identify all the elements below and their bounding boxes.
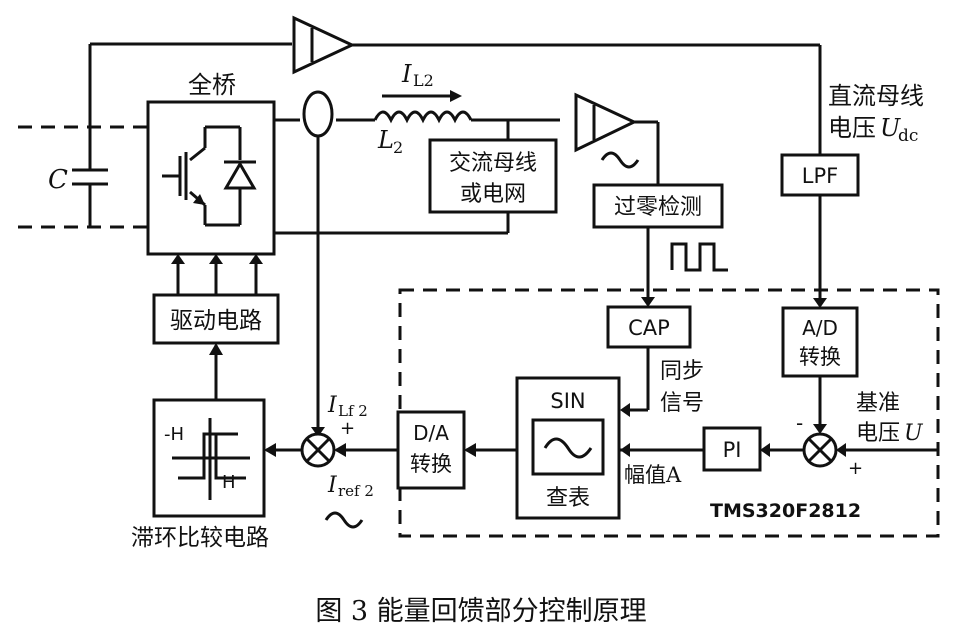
dc-bus-voltage-label-1: 直流母线 — [828, 82, 924, 110]
inductor-l2 — [373, 110, 473, 124]
diode-icon — [223, 160, 257, 190]
ref-voltage-label-1: 基准 — [856, 391, 900, 416]
sin-title: SIN — [550, 389, 585, 413]
voltage-plus-sign: + — [848, 458, 863, 479]
dc-bus-voltage-subscript: dc — [898, 126, 918, 146]
pi-label: PI — [723, 438, 742, 462]
sin-wave-icon — [543, 437, 593, 459]
figure-caption: 图 3 能量回馈部分控制原理 — [315, 596, 646, 627]
full-bridge-title: 全桥 — [188, 71, 236, 99]
dc-voltage-buffer — [292, 15, 356, 75]
current-sensor — [302, 90, 334, 138]
pi-block — [702, 426, 762, 472]
full-bridge-block — [146, 100, 276, 256]
iref-label: I — [327, 473, 338, 498]
sync-label-2: 信号 — [660, 391, 704, 416]
hysteresis-pos-label: H — [222, 472, 236, 493]
ad-label-2: 转换 — [799, 345, 841, 369]
square-wave-icon — [670, 242, 728, 272]
sync-label-1: 同步 — [660, 359, 704, 384]
lpf-label: LPF — [802, 164, 838, 188]
cap-block — [606, 305, 692, 349]
capacitor-label: C — [48, 165, 68, 195]
sin-sub-label: 查表 — [546, 486, 590, 511]
dc-rails — [18, 42, 292, 229]
inductor-current-label: I — [401, 60, 412, 88]
ref-voltage-symbol: U — [904, 421, 924, 446]
dsp-label: TMS320F2812 — [710, 500, 861, 522]
inductor-current-subscript: L2 — [413, 71, 434, 90]
iref-sine-icon — [324, 511, 364, 529]
drive-arrows — [171, 254, 263, 295]
dc-bus-voltage-label-2: 电压 — [828, 114, 876, 142]
da-block — [396, 410, 466, 490]
inductor-subscript: 2 — [393, 138, 403, 157]
iref-subscript: ref 2 — [338, 482, 374, 500]
amplitude-label: 幅值A — [624, 463, 682, 487]
igbt-icon — [162, 125, 242, 227]
sine-wave-icon — [600, 151, 640, 169]
hysteresis-icon — [172, 418, 250, 500]
hysteresis-name: 滞环比较电路 — [131, 525, 269, 551]
ac-voltage-buffer — [574, 92, 638, 153]
ac-bus-label-2: 或电网 — [460, 182, 526, 207]
inductor-label: L — [377, 126, 394, 154]
voltage-minus-sign: - — [796, 411, 803, 435]
zero-cross-label: 过零检测 — [614, 195, 702, 220]
ref-voltage-label-2: 电压 — [856, 421, 900, 446]
ilf-subscript: Lf 2 — [338, 402, 368, 420]
hysteresis-neg-label: -H — [164, 424, 184, 445]
lpf-block — [780, 153, 860, 197]
voltage-summing-junction — [802, 432, 838, 468]
ad-label-1: A/D — [802, 316, 838, 340]
da-label-1: D/A — [413, 421, 449, 445]
dc-bus-voltage-symbol: U — [880, 114, 901, 142]
ac-bus-label-1: 交流母线 — [449, 151, 537, 176]
zero-cross-block — [592, 183, 724, 229]
ac-bus-block — [428, 138, 558, 214]
da-label-2: 转换 — [410, 452, 452, 476]
drive-circuit-label: 驱动电路 — [170, 308, 262, 334]
cap-label: CAP — [628, 316, 670, 340]
current-plus-sign: + — [340, 418, 355, 439]
current-summing-junction — [300, 432, 336, 468]
ilf-label: I — [327, 393, 338, 418]
